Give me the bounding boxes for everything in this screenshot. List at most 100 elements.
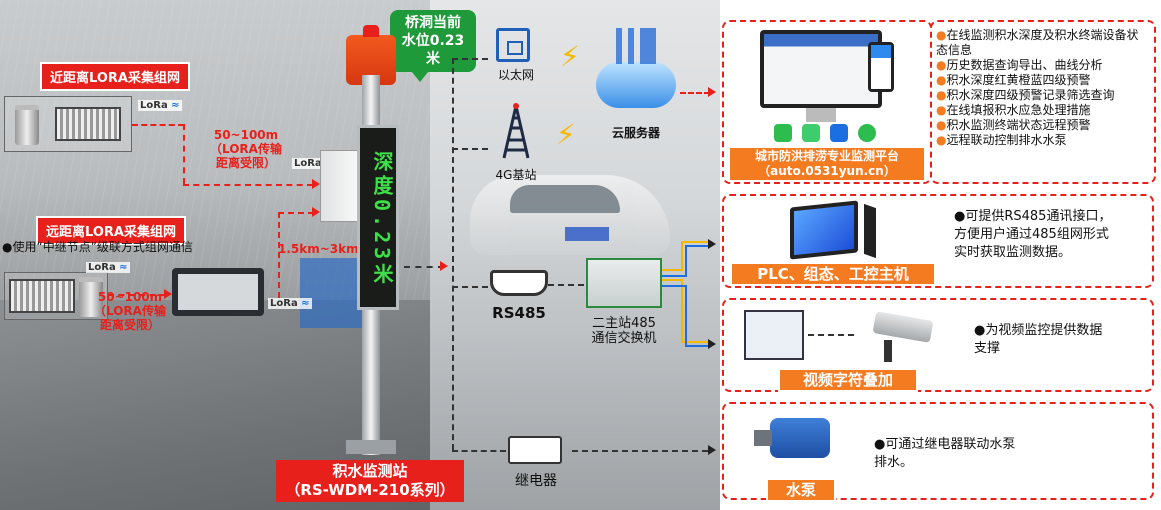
pump-description: ●可通过继电器联动水泵 排水。	[874, 436, 1015, 472]
connector-line	[452, 58, 488, 60]
base-station-label: 4G基站	[495, 168, 537, 182]
control-cabinet	[320, 150, 358, 222]
water-level-bubble: 桥洞当前 水位0.23米	[390, 10, 476, 82]
near-sensor-group	[4, 96, 132, 152]
arrow-icon	[708, 445, 716, 455]
platform-label: 城市防洪排涝专业监测平台 （auto.0531yun.cn）	[728, 146, 926, 182]
lightning-icon: ⚡	[556, 118, 576, 151]
pump-desc-line: ●可通过继电器联动水泵	[874, 437, 1016, 452]
radar-sensor-icon	[55, 107, 121, 141]
monitor-icon	[760, 30, 882, 108]
cloud-server-label: 云服务器	[611, 126, 660, 140]
plc-label: PLC、组态、工控主机	[730, 262, 936, 286]
video-label: 视频字符叠加	[778, 368, 918, 392]
far-lora-note: ●使用“中继节点”级联方式组网通信	[2, 240, 193, 254]
feature-item: 在线监测积水深度及积水终端设备状态信息	[936, 28, 1150, 58]
connector-line	[132, 124, 184, 126]
base-station-tower-icon	[502, 103, 530, 159]
far-distance-text: 50~100m （LORA传输 距离受限）	[80, 290, 180, 332]
cloud-server-icon	[596, 62, 676, 108]
switch-label-line: 通信交换机	[591, 331, 657, 346]
video-desc-line: ●为视频监控提供数据	[974, 323, 1103, 338]
ethernet-icon	[496, 28, 530, 62]
connector-line	[808, 334, 854, 336]
lora-label: LoRa	[268, 298, 312, 309]
feature-item: 在线填报积水应急处理措施	[936, 103, 1150, 118]
led-display-panel: 深度0.23米	[357, 125, 399, 310]
rs485-switch-icon	[586, 258, 662, 308]
plc-desc-line: 实时获取监测数据。	[954, 245, 1072, 260]
wechat-icon	[774, 124, 792, 142]
rs485-port-icon	[490, 270, 548, 296]
near-distance-line: 距离受限）	[215, 156, 276, 170]
plc-desc-line: ●可提供RS485通讯接口，	[954, 209, 1112, 224]
platform-features-panel: 在线监测积水深度及积水终端设备状态信息历史数据查询导出、曲线分析积水深度红黄橙蓝…	[930, 20, 1156, 184]
video-desc-line: 支撑	[974, 341, 1001, 356]
connector-line	[572, 450, 708, 452]
arrow-icon	[708, 239, 716, 249]
near-distance-line: （LORA传输	[210, 142, 282, 156]
far-lora-title: 远距离LORA采集组网	[36, 216, 186, 245]
phone-icon	[868, 42, 894, 92]
radar-sensor-icon	[9, 279, 75, 313]
near-distance-text: 50~100m （LORA传输 距离受限）	[196, 128, 296, 170]
connector-line	[183, 124, 185, 184]
led-display-text: 深度0.23米	[370, 150, 394, 288]
ethernet-label: 以太网	[497, 68, 534, 82]
far-distance-line: （LORA传输	[94, 304, 166, 318]
platform-url: （auto.0531yun.cn）	[758, 164, 896, 178]
plc-desc-line: 方便用户通过485组网形式	[954, 227, 1109, 242]
far-sensor-group	[4, 272, 108, 320]
switch-label: 二主站485 通信交换机	[576, 316, 672, 346]
far-distance-line: 50~100m	[97, 290, 163, 304]
connector-line	[278, 212, 314, 214]
water-pump-icon	[770, 418, 830, 458]
station-name: 积水监测站	[332, 462, 408, 480]
feature-item: 历史数据查询导出、曲线分析	[936, 58, 1150, 73]
pump-label: 水泵	[766, 478, 836, 502]
lora-label: LoRa	[138, 100, 182, 111]
rs485-label: RS485	[492, 304, 546, 322]
video-description: ●为视频监控提供数据 支撑	[974, 322, 1102, 358]
connector-line	[452, 450, 506, 452]
server-bars-icon	[616, 28, 656, 64]
tablet-side	[864, 203, 876, 259]
relay-node-face	[178, 274, 258, 310]
industrial-tablet-icon	[790, 200, 858, 260]
pump-pipe	[754, 430, 772, 446]
station-label: 积水监测站 （RS-WDM-210系列）	[276, 460, 464, 502]
sms-icon	[802, 124, 820, 142]
video-overlay-device-icon	[744, 310, 804, 360]
arrow-icon	[708, 87, 716, 97]
connector-line	[452, 286, 488, 288]
arrow-icon	[164, 289, 172, 299]
lora-label: LoRa	[86, 262, 130, 273]
far-distance-line: 距离受限）	[99, 318, 160, 332]
switch-label-line: 二主站485	[592, 316, 656, 331]
water-level-line: 桥洞当前	[405, 15, 461, 31]
pump-desc-line: 排水。	[874, 455, 914, 470]
connector-line	[183, 184, 313, 186]
relay-distance-text: 1.5km~3km	[278, 242, 359, 256]
arrow-icon	[312, 207, 320, 217]
rs485-wires	[662, 241, 708, 347]
arrow-icon	[440, 261, 448, 271]
connector-line	[404, 266, 444, 268]
connector-line	[548, 284, 584, 286]
car-image	[470, 175, 670, 255]
near-distance-line: 50~100m	[213, 128, 279, 142]
camera-mount	[884, 340, 892, 362]
water-level-line: 水位0.23米	[401, 33, 465, 67]
feature-item: 远程联动控制排水水泵	[936, 133, 1150, 148]
arrow-icon	[708, 339, 716, 349]
ultrasonic-sensor-icon	[15, 105, 39, 145]
lora-label: LoRa	[292, 158, 336, 169]
relay-label: 继电器	[515, 473, 557, 489]
pole-base	[346, 440, 396, 454]
feature-item: 积水深度红黄橙蓝四级预警	[936, 73, 1150, 88]
plc-description: ●可提供RS485通讯接口， 方便用户通过485组网形式 实时获取监测数据。	[954, 208, 1111, 262]
bus-line	[452, 58, 454, 450]
connector-line	[108, 294, 166, 296]
feature-item: 积水深度四级预警记录筛选查询	[936, 88, 1150, 103]
ultrasonic-sensor-icon	[79, 277, 103, 317]
